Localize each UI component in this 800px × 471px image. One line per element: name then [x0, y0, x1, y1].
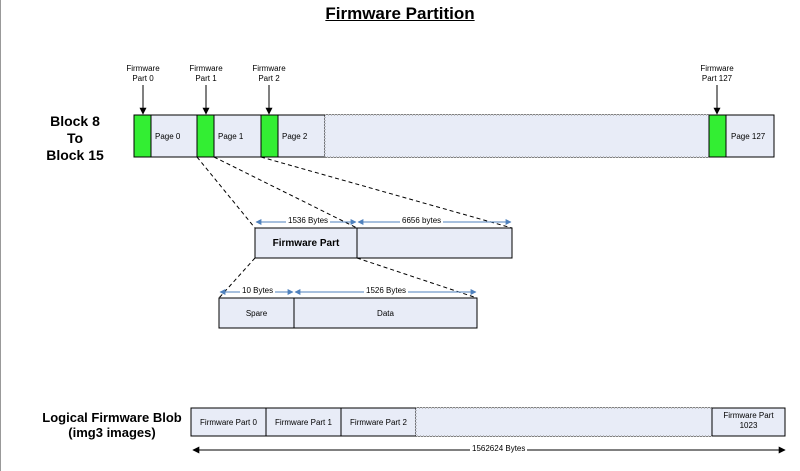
part-label-1: Firmware Part 1 — [185, 64, 227, 84]
part-label-2: Firmware Part 2 — [248, 64, 290, 84]
firmware-part-127-segment — [708, 114, 727, 158]
block-range-to: To — [66, 130, 84, 146]
part-label-line: Part 0 — [132, 74, 154, 83]
firmware-part-0-segment — [133, 114, 152, 158]
block-range-end: Block 15 — [46, 147, 104, 163]
spare-size: 10 Bytes — [240, 286, 276, 295]
part-label-line: Firmware — [700, 64, 734, 73]
data-label: Data — [377, 308, 394, 318]
blob-cell-2: Firmware Part 2 — [350, 417, 407, 427]
part-label-line: Part 1 — [195, 74, 217, 83]
blob-title: Logical Firmware Blob (img3 images) — [36, 410, 188, 440]
page-title: Firmware Partition — [325, 4, 475, 23]
firmware-part-1-segment — [196, 114, 215, 158]
page-0-label: Page 0 — [155, 131, 181, 141]
blob-cell-0: Firmware Part 0 — [200, 417, 257, 427]
part-label-line: Firmware — [252, 64, 286, 73]
blob-cell-1023: Firmware Part 1023 — [712, 411, 785, 431]
firmware-part-rest-size: 6656 bytes — [400, 216, 444, 225]
gap-region — [324, 114, 710, 158]
page-1-label: Page 1 — [218, 131, 244, 141]
data-size: 1526 Bytes — [364, 286, 409, 295]
part-label-line: Part 2 — [258, 74, 280, 83]
zoom-line — [260, 156, 513, 229]
part-label-line: Part 127 — [701, 74, 733, 83]
firmware-part-2-segment — [260, 114, 279, 158]
part-label-127: Firmware Part 127 — [694, 64, 740, 84]
block-range-label: Block 8 To Block 15 — [40, 113, 110, 164]
zoom-line — [196, 156, 256, 229]
page-127-label: Page 127 — [731, 131, 766, 141]
blob-total-size: 1562624 Bytes — [470, 444, 528, 453]
spare-data-box — [218, 297, 478, 329]
part-label-line: Firmware — [126, 64, 160, 73]
blob-title-line: (img3 images) — [68, 425, 156, 440]
part-label-0: Firmware Part 0 — [122, 64, 164, 84]
block-range-start: Block 8 — [50, 113, 100, 129]
page-2-label: Page 2 — [282, 131, 308, 141]
blob-title-line: Logical Firmware Blob — [42, 410, 182, 425]
blob-cell-1: Firmware Part 1 — [275, 417, 332, 427]
blob-cell-line: 1023 — [739, 421, 758, 430]
spare-label: Spare — [245, 308, 268, 318]
zoom-line — [213, 156, 358, 229]
blob-gap — [415, 407, 713, 437]
part-label-line: Firmware — [189, 64, 223, 73]
firmware-part-label: Firmware Part — [272, 237, 340, 249]
firmware-part-size: 1536 Bytes — [286, 216, 331, 225]
firmware-part-expanded — [254, 227, 513, 259]
blob-cell-line: Firmware Part — [723, 411, 774, 420]
